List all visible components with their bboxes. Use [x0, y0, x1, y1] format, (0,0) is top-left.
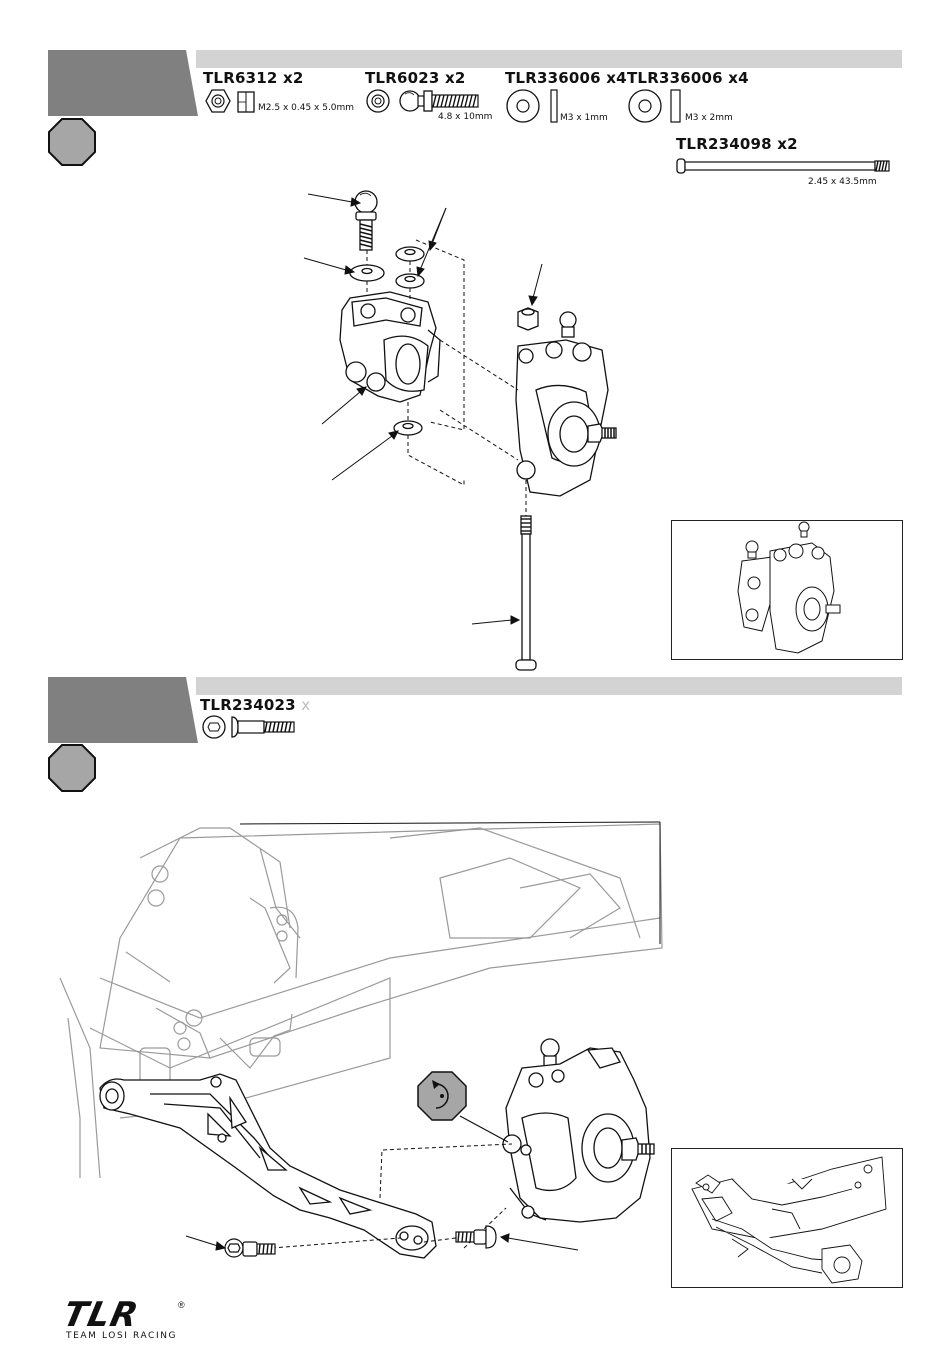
- spec-tlr6312: M2.5 x 0.45 x 5.0mm: [258, 103, 354, 113]
- chassis-assembly-inset: [672, 1149, 902, 1287]
- step-2-tab: [48, 677, 186, 743]
- part-title-tlr6023: TLR6023 x2: [365, 69, 465, 87]
- lock-nut-icon: [205, 88, 257, 114]
- step-1-tab-slant: [178, 50, 198, 116]
- caster-block-assembled: [503, 1039, 654, 1222]
- part-title-tlr336006-2mm: TLR336006 x4: [627, 69, 749, 87]
- step-1-band: [196, 50, 902, 68]
- thread-lock-icon: [418, 1072, 508, 1142]
- hex-nut-icon: [518, 308, 538, 330]
- washer-icon: [627, 88, 683, 124]
- step-octagon-icon: [48, 118, 96, 166]
- step-2-band: [196, 677, 902, 695]
- spec-tlr336006-1mm: M3 x 1mm: [560, 113, 608, 123]
- caster-block-assembled-inset: [672, 521, 902, 659]
- part-title-tlr336006-1mm: TLR336006 x4: [505, 69, 627, 87]
- registered-mark: ®: [178, 1300, 185, 1310]
- step-2-inset-frame: [671, 1148, 903, 1288]
- shoulder-screw-icon: [202, 714, 298, 742]
- logo-subtitle: TEAM LOSI RACING: [66, 1331, 177, 1341]
- suspension-arm: [100, 1074, 436, 1258]
- step-octagon-icon: [48, 744, 96, 792]
- hinge-pin-icon: [516, 516, 536, 670]
- ball-stud-icon: [355, 191, 377, 250]
- part-title-tlr234098: TLR234098 x2: [676, 135, 798, 153]
- spec-tlr234098: 2.45 x 43.5mm: [808, 177, 877, 187]
- step-1-tab: [48, 50, 186, 116]
- caster-block-assembled: [516, 312, 616, 496]
- shoulder-screw-icon: [456, 1226, 496, 1248]
- part-title-tlr234023: TLR234023 x: [200, 696, 310, 714]
- logo-wordmark: TLR: [60, 1295, 143, 1335]
- step-1-exploded-diagram: [290, 180, 670, 680]
- caster-block: [340, 292, 440, 402]
- hinge-pin-icon: [676, 156, 894, 176]
- washer-icon: [505, 88, 559, 124]
- spec-tlr6023: 4.8 x 10mm: [438, 112, 492, 122]
- step-2-tab-slant: [178, 677, 198, 743]
- step-2-assembly-diagram: [60, 818, 670, 1298]
- step-1-inset-frame: [671, 520, 903, 660]
- shoulder-screw-icon: [225, 1239, 275, 1257]
- tlr-logo: TLR ® TEAM LOSI RACING: [62, 1303, 202, 1343]
- spec-tlr336006-2mm: M3 x 2mm: [685, 113, 733, 123]
- part-title-tlr6312: TLR6312 x2: [203, 69, 303, 87]
